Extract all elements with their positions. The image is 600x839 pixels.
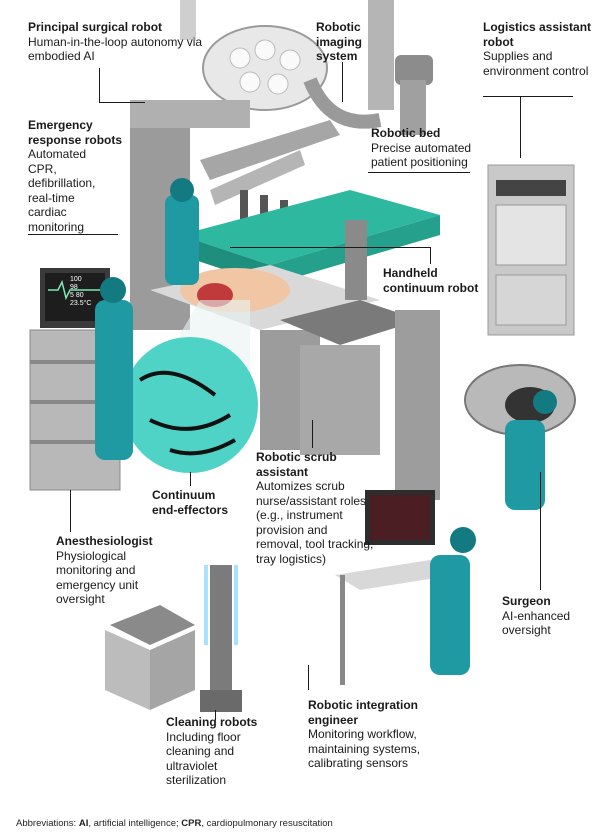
label-desc: Automizes scrub nurse/assistant roles (e…	[256, 479, 374, 566]
label-desc: Automated CPR, defibrillation, real-time…	[28, 147, 96, 234]
label-emergency-robots: Emergency response robots Automated CPR,…	[28, 118, 128, 234]
leader-effectors	[190, 472, 191, 486]
leader-emergency	[28, 234, 118, 235]
label-title: Robotic bed	[371, 126, 441, 140]
leader-bed	[368, 172, 470, 173]
leader-imaging	[342, 62, 343, 102]
leader-anesth	[70, 490, 71, 532]
label-desc: Human-in-the-loop autonomy via embodied …	[28, 34, 203, 64]
label-title: Emergency response robots	[28, 118, 123, 147]
label-imaging-system: Robotic imaging system	[316, 20, 378, 64]
staff-figures	[95, 178, 557, 675]
monitor-readout: 100 98 5 80 23.5°C	[70, 276, 91, 308]
label-end-effectors: Continuum end-effectors	[152, 488, 242, 517]
label-anesthesiologist: Anesthesiologist Physiological monitorin…	[56, 534, 176, 607]
scrub-assistant-robot	[280, 300, 420, 455]
imaging-system-arm	[303, 0, 433, 135]
label-integration-engineer: Robotic integration engineer Monitoring …	[308, 698, 423, 771]
monitor-value-1: 100	[70, 276, 82, 283]
label-robotic-bed: Robotic bed Precise automated patient po…	[371, 126, 481, 170]
abbreviations-footnote: Abbreviations: AI, artificial intelligen…	[16, 818, 333, 829]
monitor-value-3: 5	[70, 292, 74, 299]
label-handheld-robot: Handheld continuum robot	[383, 266, 493, 295]
logistics-robot	[487, 164, 575, 336]
leader-integration	[308, 665, 309, 690]
label-title: Handheld continuum robot	[383, 266, 479, 295]
leader-scrub	[312, 420, 313, 448]
end-effector-magnifier	[122, 300, 258, 473]
surgical-light	[180, 0, 328, 111]
label-desc: Precise automated patient positioning	[371, 140, 472, 170]
leader-logistics-v	[520, 96, 521, 158]
label-desc: Supplies and environment control	[483, 49, 589, 78]
label-title: Principal surgical robot	[28, 20, 163, 34]
leader-handheld	[230, 247, 430, 248]
label-scrub-assistant: Robotic scrub assistant Automizes scrub …	[256, 450, 376, 566]
label-title: Logistics assistant robot	[483, 20, 592, 49]
label-logistics-robot: Logistics assistant robot Supplies and e…	[483, 20, 595, 78]
footnote-ai-abbr: AI	[78, 818, 89, 829]
leader-cleaning	[215, 710, 216, 720]
footnote-cpr-abbr: CPR	[181, 818, 202, 829]
footnote-cpr-full: , cardiopulmonary resuscitation	[201, 818, 333, 829]
monitor-value-2: 98	[70, 284, 78, 291]
label-title: Robotic scrub assistant	[256, 450, 337, 479]
label-desc: Monitoring workflow, maintaining systems…	[308, 727, 421, 770]
label-principal-robot: Principal surgical robot Human-in-the-lo…	[28, 20, 208, 64]
label-title: Robotic integration engineer	[308, 698, 418, 727]
cleaning-robots	[105, 565, 242, 712]
leader-logistics	[483, 96, 573, 97]
label-desc: Physiological monitoring and emergency u…	[56, 548, 139, 607]
label-title: Anesthesiologist	[56, 534, 153, 548]
label-surgeon: Surgeon AI-enhanced oversight	[502, 594, 597, 638]
leader-handheld-v	[430, 247, 431, 264]
monitor-value-5: 23.5°C	[70, 300, 92, 307]
label-title: Surgeon	[502, 594, 551, 608]
label-title: Robotic imaging system	[316, 20, 363, 63]
label-title: Continuum end-effectors	[152, 488, 229, 517]
footnote-prefix: Abbreviations:	[16, 818, 79, 829]
label-title: Cleaning robots	[166, 715, 258, 729]
leader-principal-v	[99, 68, 100, 102]
label-desc: AI-enhanced oversight	[502, 608, 571, 638]
engineer-desk	[335, 490, 455, 685]
monitor-value-4: 80	[75, 292, 84, 299]
footnote-ai-full: , artificial intelligence;	[88, 818, 182, 829]
leader-surgeon	[540, 472, 541, 590]
label-cleaning-robots: Cleaning robots Including floor cleaning…	[166, 715, 266, 788]
leader-principal-h	[99, 102, 145, 103]
label-desc: Including floor cleaning and ultraviolet…	[166, 729, 241, 788]
